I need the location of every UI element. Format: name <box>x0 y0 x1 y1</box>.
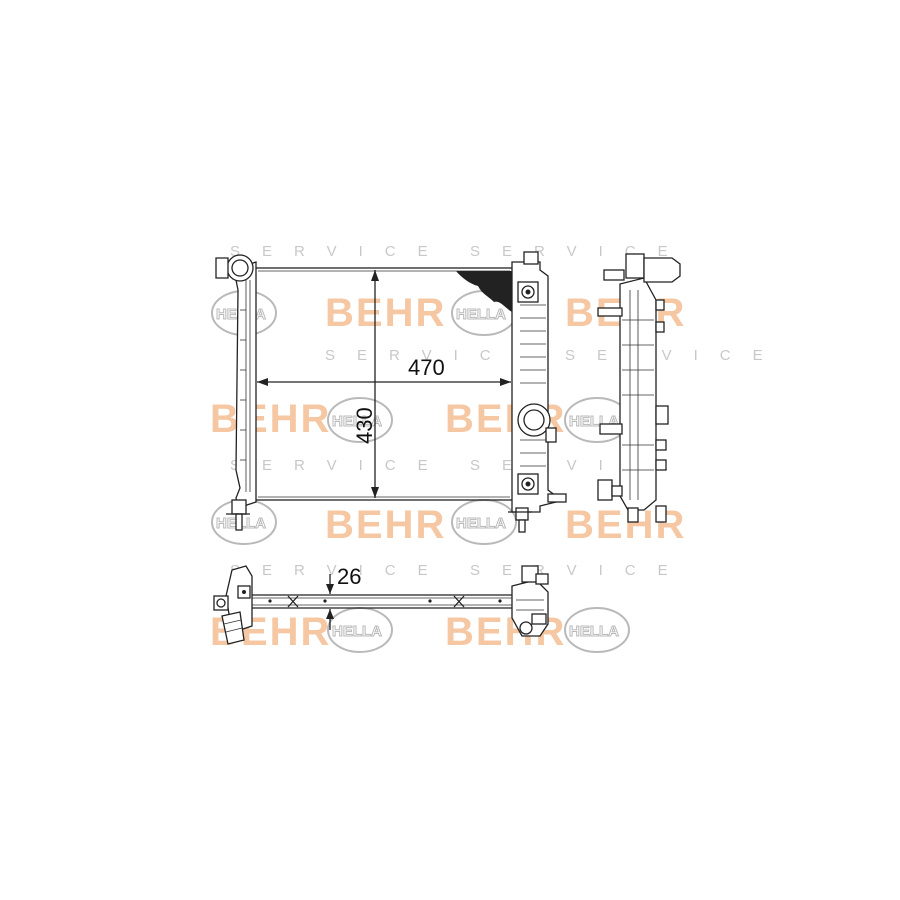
watermark-service-row-4b: SERVICE <box>470 562 690 579</box>
depth-dimension-label: 26 <box>337 564 361 589</box>
height-dimension: 430 <box>352 270 379 498</box>
watermark-service-row-3: SERVICE <box>230 457 450 474</box>
watermark-behr-6: BEHR <box>565 503 686 547</box>
svg-text:HELLA: HELLA <box>332 413 382 430</box>
core-shading <box>456 271 512 312</box>
left-tank <box>215 254 257 531</box>
watermark-service-row-1: SERVICE <box>230 243 450 260</box>
radiator-front-view: 470 430 <box>215 251 567 533</box>
svg-text:HELLA: HELLA <box>569 623 619 640</box>
width-dimension-label: 470 <box>408 355 445 380</box>
watermark-behr-1: BEHR <box>325 291 446 335</box>
height-dimension-label: 430 <box>352 407 377 444</box>
radiator-top-view: 26 <box>213 564 549 645</box>
right-tank <box>508 251 567 533</box>
watermark-behr-3: BEHR <box>210 397 331 441</box>
watermark-hella-7: HELLA <box>327 607 393 653</box>
top-view-left-tank <box>213 565 253 645</box>
watermark-service-row-2b: SERVICE <box>565 347 785 364</box>
watermark-hella-2: HELLA <box>451 290 517 336</box>
svg-text:HELLA: HELLA <box>332 623 382 640</box>
svg-text:HELLA: HELLA <box>456 515 506 532</box>
watermark-hella-6: HELLA <box>451 499 517 545</box>
watermark-behr-5: BEHR <box>325 503 446 547</box>
watermark-layer: SERVICE SERVICE SERVICE SERVICE SERVICE … <box>210 243 785 654</box>
top-view-hose-connector <box>221 611 245 645</box>
watermark-hella-3: HELLA <box>327 397 393 443</box>
watermark-hella-8: HELLA <box>564 607 630 653</box>
svg-text:HELLA: HELLA <box>456 306 506 323</box>
radiator-side-view <box>597 253 681 523</box>
width-dimension: 470 <box>257 355 511 386</box>
depth-dimension: 26 <box>326 564 361 630</box>
watermark-service-row-1b: SERVICE <box>470 243 690 260</box>
top-view-right-tank <box>511 565 549 637</box>
watermark-service-row-4: SERVICE <box>230 562 450 579</box>
